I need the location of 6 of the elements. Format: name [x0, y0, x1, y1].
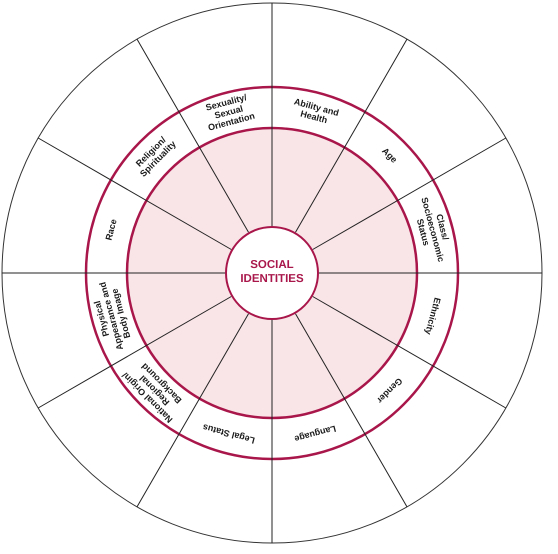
identity-label: Legal Status	[194, 419, 264, 448]
identity-label: Ability and Health	[282, 94, 348, 130]
center-title: SOCIAL IDENTITIES	[239, 259, 305, 287]
identity-label: Language	[284, 420, 346, 446]
identity-label: Race	[102, 209, 122, 251]
identity-label: Age	[372, 138, 408, 174]
